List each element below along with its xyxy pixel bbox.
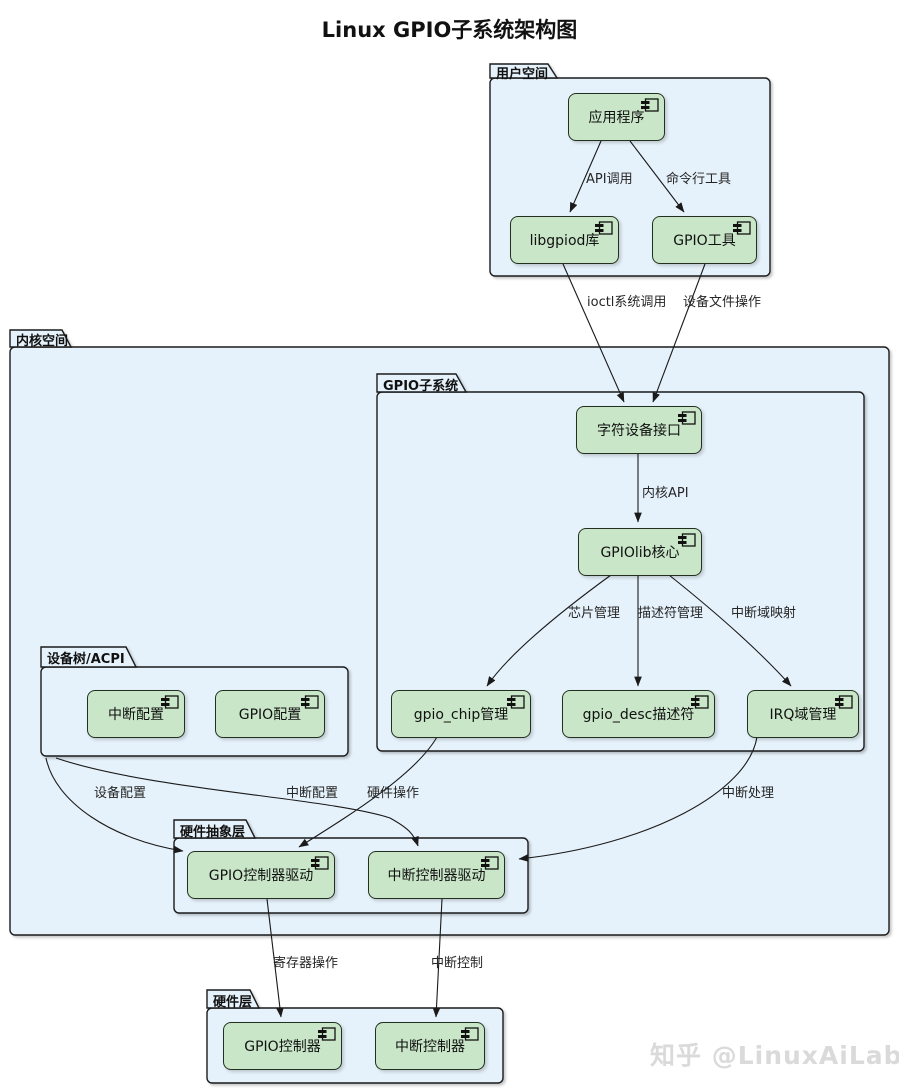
component-irq-driver: 中断控制器驱动	[368, 851, 505, 899]
edge-label-devfile: 设备文件操作	[683, 295, 762, 310]
edge-label-ioctl: ioctl系统调用	[587, 295, 667, 310]
component-irq-domain-label: IRQ域管理	[769, 707, 837, 723]
arrow-gpio-driver-to-gpio-controller	[266, 898, 284, 1018]
component-libgpiod: libgpiod库	[510, 216, 619, 264]
component-irq-config-label: 中断配置	[108, 707, 164, 723]
package-label-hal: 硬件抽象层	[180, 825, 246, 840]
edge-label-hw-op: 硬件操作	[367, 786, 420, 801]
component-gpio-chip: gpio_chip管理	[391, 690, 531, 738]
component-gpio-driver-label: GPIO控制器驱动	[208, 868, 314, 884]
component-icon	[311, 856, 329, 870]
component-app-label: 应用程序	[588, 110, 645, 126]
edge-label-irq-config: 中断配置	[286, 786, 339, 801]
component-gpio-config-label: GPIO配置	[238, 707, 302, 723]
component-irq-controller-label: 中断控制器	[395, 1039, 465, 1055]
edge-label-dev-config: 设备配置	[94, 786, 147, 801]
component-gpio-driver: GPIO控制器驱动	[187, 851, 335, 899]
edge-label-irq-handle: 中断处理	[722, 786, 775, 801]
component-gpio-controller: GPIO控制器	[223, 1022, 342, 1070]
component-gpio-tools-label: GPIO工具	[673, 233, 736, 249]
arrow-app-to-gpio-tools	[629, 140, 685, 213]
edge-label-desc-mgmt: 描述符管理	[638, 606, 704, 621]
arrow-devtree-to-gpio-driver	[45, 757, 184, 854]
component-icon	[481, 856, 499, 870]
component-chardev-label: 字符设备接口	[597, 423, 681, 439]
component-gpio-config: GPIO配置	[215, 690, 325, 738]
component-icon	[461, 1027, 479, 1041]
package-label-gpio-subsystem: GPIO子系统	[383, 379, 459, 394]
edge-label-kernel-api: 内核API	[642, 486, 689, 501]
component-gpio-desc: gpio_desc描述符	[562, 690, 715, 738]
edge-label-irq-ctrl: 中断控制	[431, 956, 484, 971]
component-gpiolib-label: GPIOlib核心	[600, 545, 680, 561]
edge-label-reg-op: 寄存器操作	[273, 956, 339, 971]
component-icon	[641, 98, 659, 112]
component-app: 应用程序	[568, 93, 665, 141]
component-icon	[507, 695, 525, 709]
arrow-gpio-tools-to-chardev	[652, 263, 706, 403]
package-label-device-tree: 设备树/ACPI	[47, 652, 125, 667]
arrow-libgpiod-to-chardev	[562, 263, 625, 403]
component-irq-config: 中断配置	[87, 690, 185, 738]
arrow-irq-domain-to-irq-driver	[518, 736, 758, 862]
component-gpiolib: GPIOlib核心	[578, 528, 702, 576]
arrow-gpio-chip-to-gpio-driver	[298, 736, 438, 848]
component-libgpiod-label: libgpiod库	[529, 233, 600, 249]
component-gpio-desc-label: gpio_desc描述符	[582, 707, 695, 723]
component-gpio-controller-label: GPIO控制器	[244, 1039, 321, 1055]
diagram-title: Linux GPIO子系统架构图	[321, 18, 578, 42]
component-irq-controller: 中断控制器	[375, 1022, 485, 1070]
component-gpio-tools: GPIO工具	[652, 216, 757, 264]
component-icon	[301, 695, 319, 709]
component-icon	[691, 695, 709, 709]
edge-label-cli-tool: 命令行工具	[666, 172, 732, 187]
component-icon	[678, 533, 696, 547]
arrow-devtree-to-irq-driver	[55, 757, 419, 847]
arrow-gpiolib-to-gpio-chip	[486, 574, 612, 687]
arrow-gpiolib-to-irq-domain	[668, 574, 792, 687]
component-gpio-chip-label: gpio_chip管理	[413, 707, 509, 723]
component-icon	[733, 221, 751, 235]
edge-label-irq-map: 中断域映射	[731, 606, 797, 621]
package-label-hardware: 硬件层	[213, 995, 253, 1010]
component-icon	[835, 695, 853, 709]
component-icon	[595, 221, 613, 235]
package-label-kernel-space: 内核空间	[16, 334, 69, 349]
component-icon	[678, 411, 696, 425]
component-chardev: 字符设备接口	[576, 406, 702, 454]
watermark-text: 知乎 @LinuxAiLab	[650, 1041, 899, 1070]
component-irq-driver-label: 中断控制器驱动	[387, 868, 486, 884]
component-icon	[161, 695, 179, 709]
arrow-irq-driver-to-irq-controller	[432, 898, 443, 1018]
edge-label-chip-mgmt: 芯片管理	[568, 606, 621, 621]
edge-label-api-call: API调用	[586, 172, 633, 187]
package-label-user-space: 用户空间	[496, 67, 549, 82]
component-irq-domain: IRQ域管理	[747, 690, 859, 738]
arrow-app-to-libgpiod	[569, 140, 602, 213]
component-icon	[318, 1027, 336, 1041]
